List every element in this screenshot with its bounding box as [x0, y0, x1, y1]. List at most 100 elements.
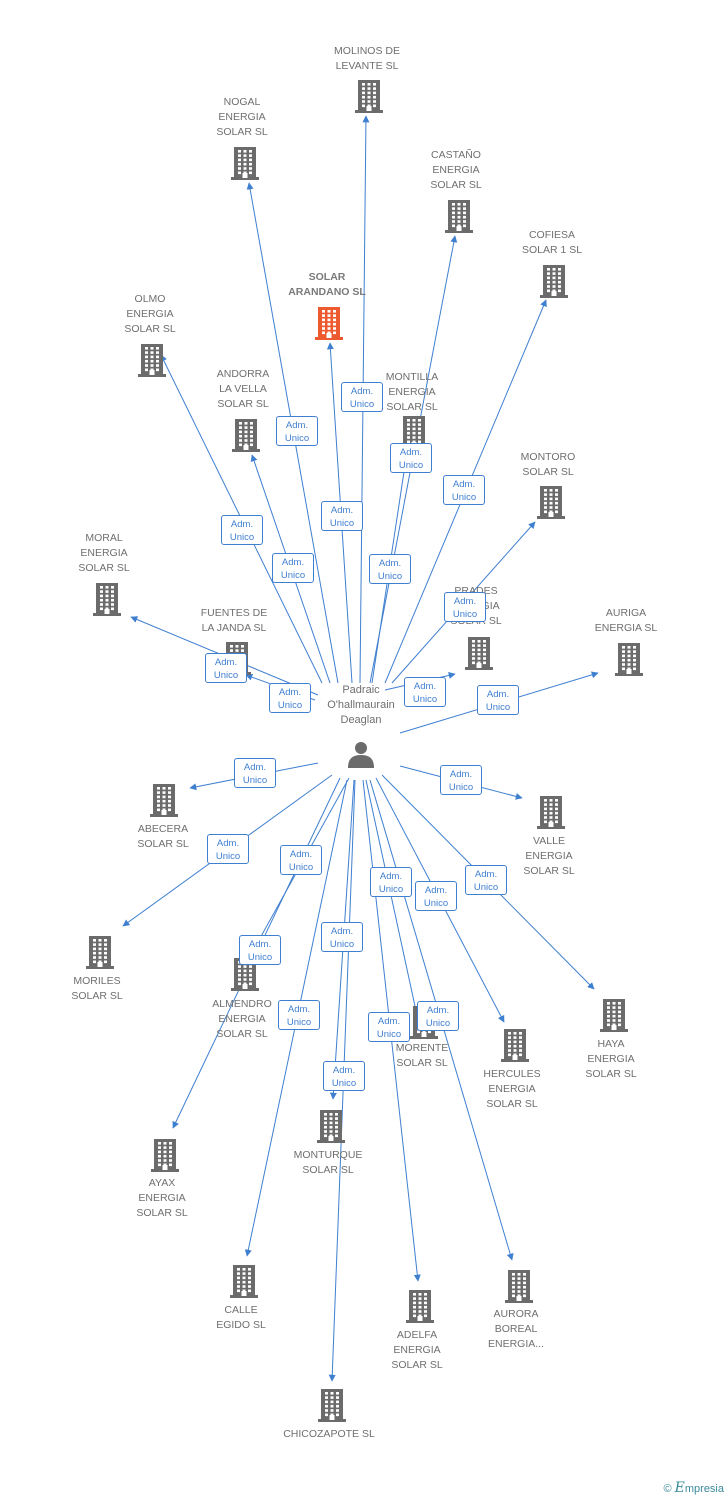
company-name: ABECERA SOLAR SL — [137, 823, 189, 850]
building-icon[interactable] — [504, 1269, 534, 1303]
company-node[interactable]: ALMENDRO ENERGIA SOLAR SL — [187, 997, 297, 1042]
relation-type: Unico — [473, 882, 499, 893]
relation-badge: Adm.Unico — [444, 592, 486, 622]
brand-name: mpresia — [684, 1483, 724, 1495]
relation-type: Unico — [349, 399, 375, 410]
relation-role: Adm. — [330, 505, 354, 516]
building-icon[interactable] — [92, 582, 122, 616]
building-icon[interactable] — [317, 1388, 347, 1422]
company-node[interactable]: MONTORO SOLAR SL — [493, 450, 603, 480]
relation-type: Unico — [485, 702, 511, 713]
company-node[interactable]: ANDORRA LA VELLA SOLAR SL — [188, 367, 298, 412]
company-node[interactable]: AYAX ENERGIA SOLAR SL — [107, 1176, 217, 1221]
company-name: VALLE ENERGIA SOLAR SL — [523, 835, 575, 877]
relation-role: Adm. — [281, 557, 305, 568]
relation-role: Adm. — [449, 769, 473, 780]
brand-initial: E — [674, 1480, 685, 1496]
building-icon[interactable] — [316, 1109, 346, 1143]
relation-type: Unico — [452, 609, 478, 620]
company-name: ALMENDRO ENERGIA SOLAR SL — [212, 998, 272, 1040]
relation-role: Adm. — [214, 657, 238, 668]
building-icon[interactable] — [464, 636, 494, 670]
building-icon[interactable] — [354, 79, 384, 113]
company-name: CHICOZAPOTE SL — [283, 1428, 375, 1440]
building-icon[interactable] — [614, 642, 644, 676]
company-node[interactable]: COFIESA SOLAR 1 SL — [497, 228, 607, 258]
relation-role: Adm. — [413, 681, 437, 692]
company-node[interactable]: MORILES SOLAR SL — [42, 974, 152, 1004]
company-node[interactable]: AURORA BOREAL ENERGIA... — [461, 1307, 571, 1352]
building-icon[interactable] — [539, 264, 569, 298]
relation-type: Unico — [376, 1029, 402, 1040]
company-name: OLMO ENERGIA SOLAR SL — [124, 293, 176, 335]
company-node[interactable]: CALLE EGIDO SL — [186, 1303, 296, 1333]
building-icon[interactable] — [314, 306, 344, 340]
building-icon[interactable] — [137, 343, 167, 377]
building-icon[interactable] — [231, 418, 261, 452]
company-node[interactable]: MONTURQUE SOLAR SL — [273, 1148, 383, 1178]
company-node[interactable]: HERCULES ENERGIA SOLAR SL — [457, 1067, 567, 1112]
building-icon[interactable] — [444, 199, 474, 233]
company-name: HAYA ENERGIA SOLAR SL — [585, 1038, 637, 1080]
company-node[interactable]: CASTAÑO ENERGIA SOLAR SL — [401, 148, 511, 193]
relation-role: Adm. — [216, 838, 240, 849]
relation-role: Adm. — [452, 479, 476, 490]
company-node[interactable]: NOGAL ENERGIA SOLAR SL — [187, 95, 297, 140]
building-icon[interactable] — [229, 1264, 259, 1298]
company-node[interactable]: VALLE ENERGIA SOLAR SL — [494, 834, 604, 879]
company-name: AYAX ENERGIA SOLAR SL — [136, 1177, 188, 1219]
person-icon[interactable] — [347, 740, 375, 768]
relation-type: Unico — [448, 782, 474, 793]
relation-badge: Adm.Unico — [477, 685, 519, 715]
company-node[interactable]: ABECERA SOLAR SL — [108, 822, 218, 852]
building-icon[interactable] — [500, 1028, 530, 1062]
company-node[interactable]: AURIGA ENERGIA SL — [571, 606, 681, 636]
building-icon[interactable] — [405, 1289, 435, 1323]
relation-type: Unico — [377, 571, 403, 582]
company-node[interactable]: MOLINOS DE LEVANTE SL — [312, 44, 422, 74]
relation-role: Adm. — [278, 687, 302, 698]
company-node[interactable]: SOLAR ARANDANO SL — [272, 270, 382, 300]
relation-type: Unico — [398, 460, 424, 471]
relation-badge: Adm. Unico — [390, 443, 432, 473]
building-icon[interactable] — [149, 783, 179, 817]
company-node[interactable]: HAYA ENERGIA SOLAR SL — [556, 1037, 666, 1082]
building-icon[interactable] — [230, 957, 260, 991]
relation-type: Unico — [215, 851, 241, 862]
building-icon[interactable] — [230, 146, 260, 180]
building-icon[interactable] — [536, 795, 566, 829]
company-name: CALLE EGIDO SL — [216, 1304, 266, 1331]
relation-badge: Adm.Unico — [465, 865, 507, 895]
building-icon[interactable] — [599, 998, 629, 1032]
company-name: MOLINOS DE LEVANTE SL — [334, 45, 400, 72]
company-name: HERCULES ENERGIA SOLAR SL — [483, 1068, 541, 1110]
company-node[interactable]: MONTILLA ENERGIA SOLAR SL — [357, 370, 467, 415]
relation-badge: Adm.Unico — [269, 683, 311, 713]
relation-type: Unico — [284, 433, 310, 444]
relation-badge: Adm.Unico — [234, 758, 276, 788]
building-icon[interactable] — [399, 415, 429, 449]
relation-role: Adm. — [424, 885, 448, 896]
building-icon[interactable] — [150, 1138, 180, 1172]
company-name: MONTORO SOLAR SL — [520, 451, 576, 478]
company-node[interactable]: FUENTES DE LA JANDA SL — [179, 606, 289, 636]
relation-role: Adm. — [399, 447, 423, 458]
relation-badge: Adm.Unico — [404, 677, 446, 707]
company-node[interactable]: ADELFA ENERGIA SOLAR SL — [362, 1328, 472, 1373]
company-node[interactable]: OLMO ENERGIA SOLAR SL — [95, 292, 205, 337]
relation-role: Adm. — [377, 1016, 401, 1027]
company-name: MORENTE SOLAR SL — [395, 1042, 449, 1069]
building-icon[interactable] — [536, 485, 566, 519]
building-icon[interactable] — [85, 935, 115, 969]
copyright-symbol: © — [663, 1483, 672, 1495]
relation-badge: Adm.Unico — [280, 845, 322, 875]
relation-badge: Adm.Unico — [341, 382, 383, 412]
relation-role: Adm. — [330, 926, 354, 937]
relation-badge: Adm.Unico — [370, 867, 412, 897]
company-node[interactable]: MORAL ENERGIA SOLAR SL — [49, 531, 159, 576]
company-name: SOLAR ARANDANO SL — [288, 271, 366, 298]
company-name: NOGAL ENERGIA SOLAR SL — [216, 96, 268, 138]
relation-badge: Adm.Unico — [221, 515, 263, 545]
company-node[interactable]: CHICOZAPOTE SL — [274, 1427, 384, 1442]
company-node[interactable]: MORENTE SOLAR SL — [367, 1041, 477, 1071]
